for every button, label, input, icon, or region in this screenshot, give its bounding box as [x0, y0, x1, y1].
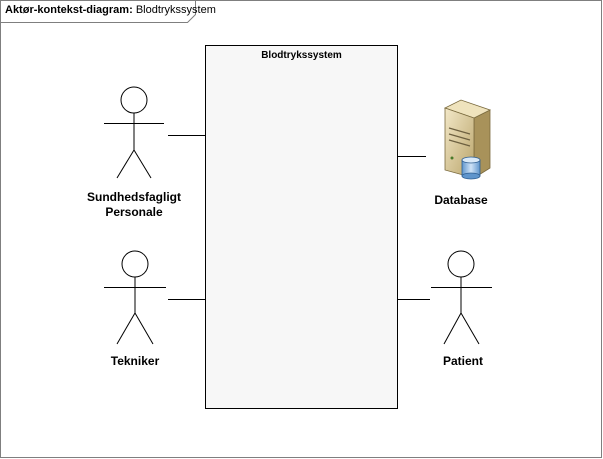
- actor-figure-tekniker: [104, 250, 166, 345]
- actor-label-sundhedsfagligt: Sundhedsfagligt Personale: [74, 190, 194, 220]
- actor-label-sundhedsfagligt-line1: Sundhedsfagligt: [87, 190, 181, 204]
- frame-name-label: Blodtrykssystem: [135, 4, 216, 16]
- actor-label-database: Database: [434, 193, 488, 207]
- frame-tab: [0, 0, 196, 23]
- actor-label-sundhedsfagligt-line2: Personale: [105, 205, 163, 219]
- actor-label-tekniker: Tekniker: [110, 354, 160, 368]
- actor-figure-patient: [431, 250, 492, 345]
- frame-title: Aktør-kontekst-diagram: Blodtrykssystem: [5, 4, 216, 16]
- actor-label-patient: Patient: [442, 354, 483, 368]
- database-server-icon: [443, 99, 492, 180]
- frame-kind-label: Aktør-kontekst-diagram:: [5, 4, 133, 16]
- system-title: Blodtrykssystem: [261, 50, 342, 61]
- actor-figure-sundhedsfagligt: [104, 86, 164, 179]
- system-boundary: [205, 45, 398, 409]
